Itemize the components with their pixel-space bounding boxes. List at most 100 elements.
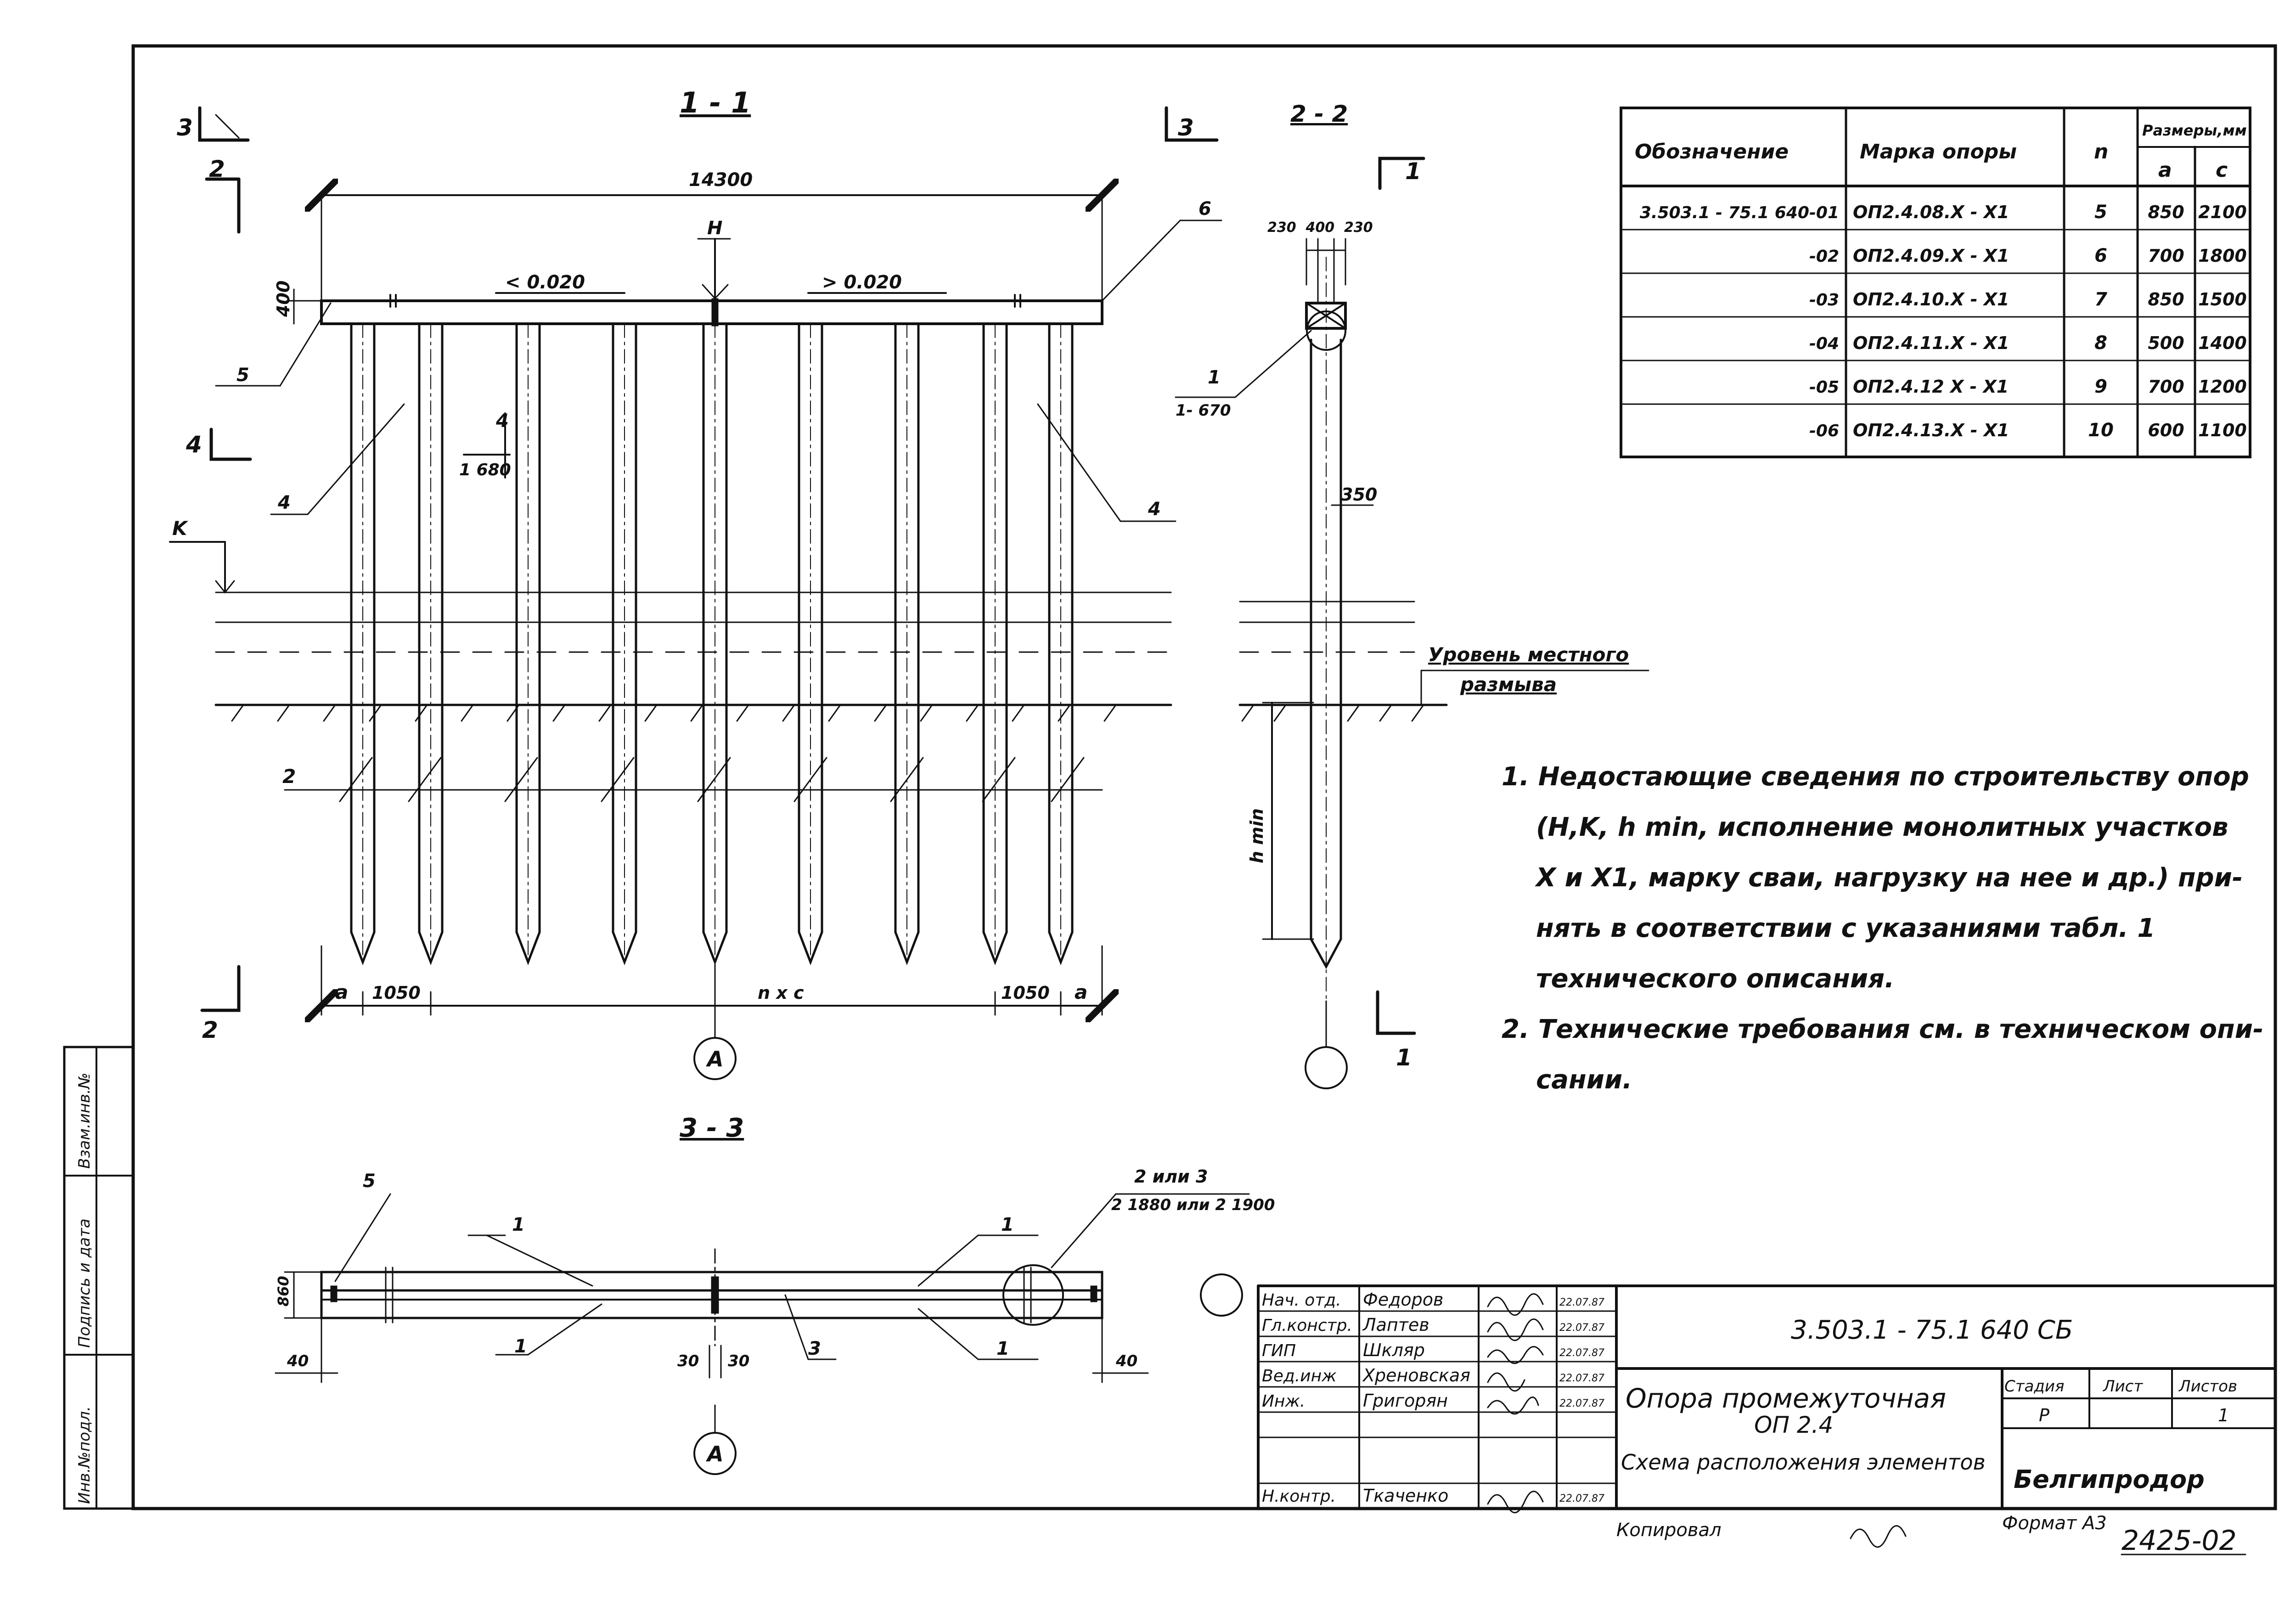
table-cell-c: 1200 — [2198, 377, 2247, 397]
table-cell-n: 7 — [2094, 289, 2107, 310]
sheets-label: Листов — [2178, 1377, 2237, 1396]
pile — [982, 322, 1008, 965]
dim-40-right: 40 — [1115, 1352, 1137, 1370]
person-date: 22.07.87 — [1559, 1322, 1604, 1334]
person-date: 22.07.87 — [1559, 1373, 1604, 1384]
callout-2-or-3: 2 или 3 — [1134, 1166, 1208, 1187]
slope-right-label: > 0.020 — [822, 272, 902, 293]
dim-n-x-c: n x c — [758, 983, 804, 1003]
table-cell-n: 6 — [2094, 245, 2107, 266]
archive-number: 2425-02 — [2122, 1525, 2237, 1557]
sheet-label: Лист — [2102, 1377, 2143, 1396]
width-dimension: 14300 — [689, 169, 753, 191]
person-name: Лаптев — [1362, 1315, 1429, 1335]
drawing-title-line2: ОП 2.4 — [1754, 1412, 1833, 1438]
note-line: (H,K, h min, исполнение монолитных участ… — [1536, 812, 2228, 842]
cut-mark-2-top: 2 — [209, 156, 225, 182]
table-cell-n: 5 — [2094, 202, 2107, 223]
cut-mark-4: 4 — [186, 431, 202, 458]
table-cell-designation: -02 — [1809, 247, 1839, 266]
person-name: Федоров — [1363, 1290, 1443, 1310]
axis-bubble-A-plan — [693, 1432, 737, 1475]
pile — [798, 322, 823, 965]
copied-label: Копировал — [1616, 1520, 1722, 1541]
stage-value: Р — [2039, 1405, 2049, 1425]
side-stamp-signature-date: Подпись и дата — [75, 1218, 94, 1348]
cap-height-label: 400 — [273, 281, 293, 317]
pier-table-grid — [1620, 107, 2251, 458]
table-cell-designation: 3.503.1 - 75.1 640-01 — [1640, 203, 1839, 222]
section-1-1-title: 1 - 1 — [680, 86, 751, 119]
table-header-a: a — [2158, 158, 2172, 182]
table-cell-n: 9 — [2094, 376, 2107, 397]
cut-mark-1-top: 1 — [1405, 158, 1421, 185]
erosion-level-line1: Уровень местного — [1428, 643, 1629, 666]
note-line: 2. Технические требования см. в техничес… — [1502, 1014, 2263, 1044]
pile — [702, 322, 728, 965]
person-name: Шкляр — [1363, 1340, 1425, 1360]
axis-label-A: A — [706, 1047, 724, 1071]
note-line: технического описания. — [1536, 964, 1894, 994]
table-cell-designation: -04 — [1809, 334, 1839, 353]
section-4-dimension: 1 680 — [459, 461, 511, 479]
drawing-title-line1: Опора промежуточная — [1626, 1383, 1946, 1414]
table-cell-c: 1800 — [2198, 246, 2247, 266]
pile — [350, 322, 376, 965]
table-cell-mark: ОП2.4.11.X - X1 — [1853, 333, 2009, 353]
callout-2-or-3-dims: 2 1880 или 2 1900 — [1111, 1196, 1275, 1214]
callout-4-right: 4 — [1148, 499, 1161, 520]
dim-1050-left: 1050 — [372, 983, 421, 1003]
section-4-number: 4 — [495, 411, 509, 432]
note-line: X и X1, марку сваи, нагрузку на нее и др… — [1535, 863, 2243, 893]
axis-bubble-3-3 — [1200, 1273, 1243, 1317]
table-header-sizes: Размеры,мм — [2142, 122, 2247, 139]
dim-860: 860 — [275, 1276, 292, 1307]
table-cell-c: 1100 — [2198, 420, 2247, 440]
dim-a-right: a — [1075, 981, 1087, 1003]
table-header-c: c — [2216, 158, 2228, 182]
table-cell-designation: -03 — [1809, 291, 1839, 310]
person-name: Григорян — [1363, 1391, 1448, 1411]
section-2-2 — [1175, 238, 1649, 1089]
note-line: нять в соответствии с указаниями табл. 1 — [1536, 913, 2155, 943]
callout-2-piles: 2 — [282, 765, 296, 788]
table-cell-a: 700 — [2148, 377, 2184, 397]
cut-mark-1-bottom: 1 — [1396, 1044, 1412, 1071]
dim-a-left: a — [335, 981, 348, 1003]
side-stamp-grid — [63, 1046, 135, 1510]
person-date: 22.07.87 — [1559, 1347, 1604, 1359]
stage-label: Стадия — [2004, 1377, 2064, 1396]
callout-1-plan-c: 1 — [1001, 1214, 1014, 1235]
table-cell-a: 850 — [2148, 202, 2184, 222]
callout-h: H — [707, 218, 722, 239]
title-block-grid — [1257, 1284, 2277, 1555]
slope-left-label: < 0.020 — [505, 272, 585, 293]
section-3-3-title: 3 - 3 — [680, 1113, 744, 1143]
table-cell-n: 8 — [2094, 332, 2107, 354]
person-date: 22.07.87 — [1559, 1297, 1604, 1308]
callout-5-plan: 5 — [363, 1171, 376, 1192]
person-name: Хреновская — [1362, 1365, 1470, 1385]
erosion-level-line2: размыва — [1460, 673, 1557, 696]
callout-1-2-2: 1 — [1208, 367, 1221, 388]
cut-mark-2-bottom: 2 — [202, 1017, 218, 1043]
callout-1-plan-b: 1 — [514, 1336, 527, 1357]
person-name: Ткаченко — [1363, 1486, 1448, 1506]
table-cell-mark: ОП2.4.13.X - X1 — [1853, 420, 2009, 440]
drawing-subtitle: Схема расположения элементов — [1621, 1450, 1986, 1475]
dim-30-right: 30 — [728, 1352, 749, 1370]
cut-mark-3-right: 3 — [1178, 114, 1194, 141]
table-cell-a: 500 — [2148, 333, 2184, 353]
cut-mark-3-left: 3 — [177, 114, 193, 141]
person-date: 22.07.87 — [1559, 1493, 1604, 1504]
pile — [894, 322, 920, 965]
